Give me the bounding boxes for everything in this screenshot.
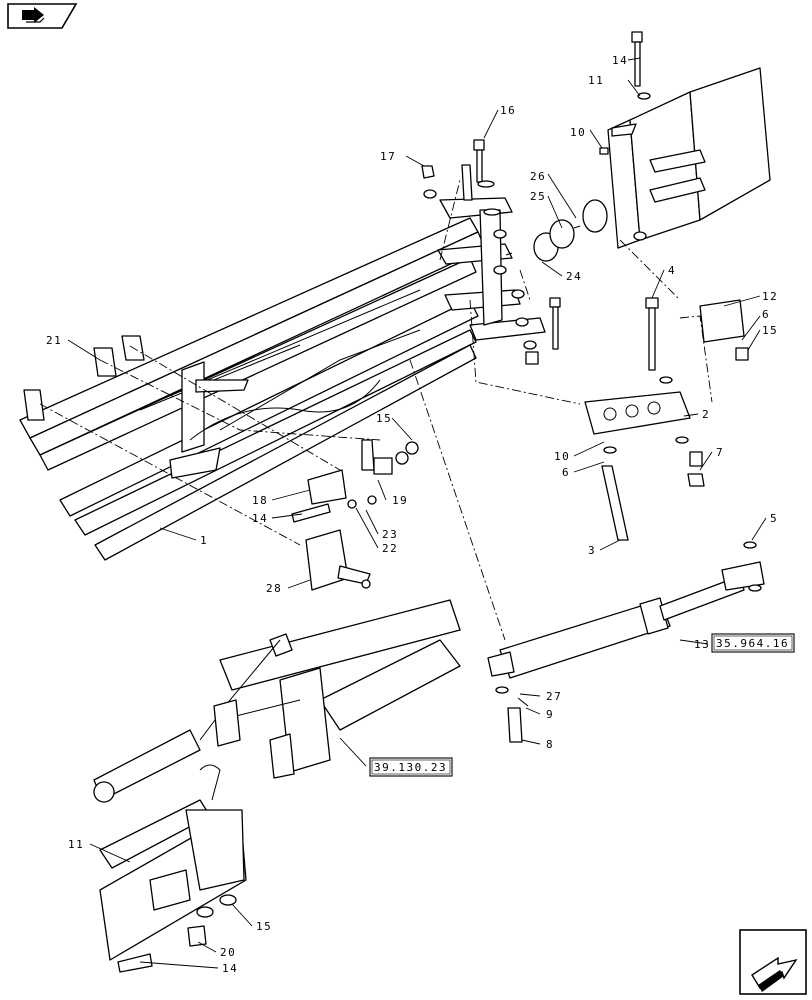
callout-1: 1 [200,534,208,547]
callout-18: 18 [252,494,268,507]
reference-label: 35.964.16 [716,637,789,650]
callout-11-lower: 11 [68,838,84,851]
bracket-18-19 [291,439,419,523]
callout-20: 20 [220,946,236,959]
callout-10: 10 [570,126,586,139]
callout-16: 16 [500,104,516,117]
callout-13: 13 [694,638,710,651]
lower-assembly [93,599,461,803]
block-12 [699,299,749,361]
callout-24: 24 [566,270,582,283]
reference-label: 39.130.23 [374,761,447,774]
callout-11: 11 [588,74,604,87]
callout-2: 2 [702,408,710,421]
bolt-14-top [599,31,651,155]
callout-15: 15 [762,324,778,337]
callout-10-lower: 10 [554,450,570,463]
callout-6: 6 [762,308,770,321]
reference-box-35-964-16[interactable]: 35.964.16 [711,633,795,653]
callout-19: 19 [392,494,408,507]
link-2 [584,297,705,487]
callout-23: 23 [382,528,398,541]
bottom-bracket-11 [99,764,247,973]
bracket-28 [305,529,371,591]
bolt-bracket-lower [523,297,561,365]
assembly-guide-lines [39,179,713,641]
callout-3: 3 [588,544,596,557]
callout-28: 28 [266,582,282,595]
callout-26: 26 [530,170,546,183]
bolt-16 [473,139,501,216]
callout-22: 22 [382,542,398,555]
top-bracket-11 [607,67,771,249]
callout-12: 12 [762,290,778,303]
reference-box-39-130-23[interactable]: 39.130.23 [369,757,453,777]
u-bolts-21 [23,335,145,421]
callout-17: 17 [380,150,396,163]
callout-9: 9 [546,708,554,721]
callout-5: 5 [770,512,778,525]
callout-4: 4 [668,264,676,277]
boom-end-bracket [437,164,546,341]
callout-14-mid: 14 [252,512,268,525]
callout-21: 21 [46,334,62,347]
plates-24-25-26 [505,199,608,262]
callout-27: 27 [546,690,562,703]
leader-lines [67,57,767,969]
nut-17 [421,165,437,199]
callout-labels: 14 11 10 16 17 26 25 24 4 12 6 15 21 2 1… [46,54,778,975]
callout-7: 7 [716,446,724,459]
callout-25: 25 [530,190,546,203]
callout-15-mid: 15 [376,412,392,425]
callout-15-lower: 15 [256,920,272,933]
cylinder-13 [487,541,765,679]
boom-frame [19,217,486,561]
pin-3 [601,446,629,541]
callout-14-lower: 14 [222,962,238,975]
callout-14: 14 [612,54,628,67]
pin-8-9 [495,686,529,743]
callout-6-lower: 6 [562,466,570,479]
next-page-arrow-icon[interactable] [739,929,807,995]
callout-8: 8 [546,738,554,751]
book-icon[interactable] [7,3,78,29]
